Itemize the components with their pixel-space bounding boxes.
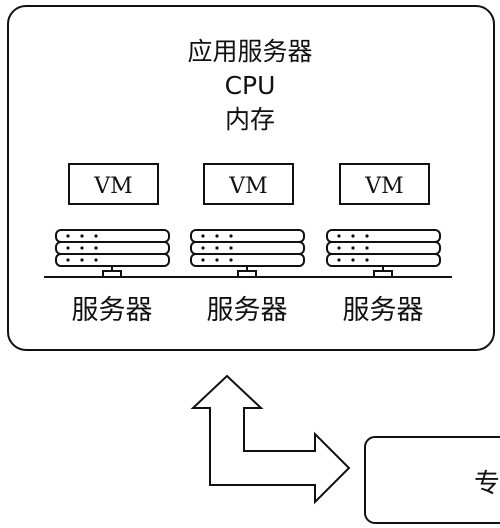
app-server-cpu-line: CPU	[225, 71, 276, 100]
server-label-1: 服务器	[72, 295, 153, 326]
bidirectional-arrow-icon	[190, 374, 351, 505]
vm-box-2: VM	[203, 163, 294, 205]
vm-label: VM	[93, 174, 132, 199]
server-rack-icon-3	[315, 229, 452, 278]
server-label-2: 服务器	[207, 295, 288, 326]
dedicated-box	[364, 436, 500, 524]
server-label-3: 服务器	[343, 295, 424, 326]
vm-label: VM	[364, 174, 403, 199]
vm-box-3: VM	[339, 163, 430, 205]
server-rack-icon-2	[180, 229, 316, 278]
vm-label: VM	[228, 174, 267, 199]
vm-box-1: VM	[68, 163, 159, 205]
app-server-title: 应用服务器	[187, 37, 312, 66]
server-rack-icon-1	[44, 229, 181, 278]
app-server-memory-line: 内存	[225, 105, 275, 134]
dedicated-box-label: 专	[474, 469, 500, 499]
